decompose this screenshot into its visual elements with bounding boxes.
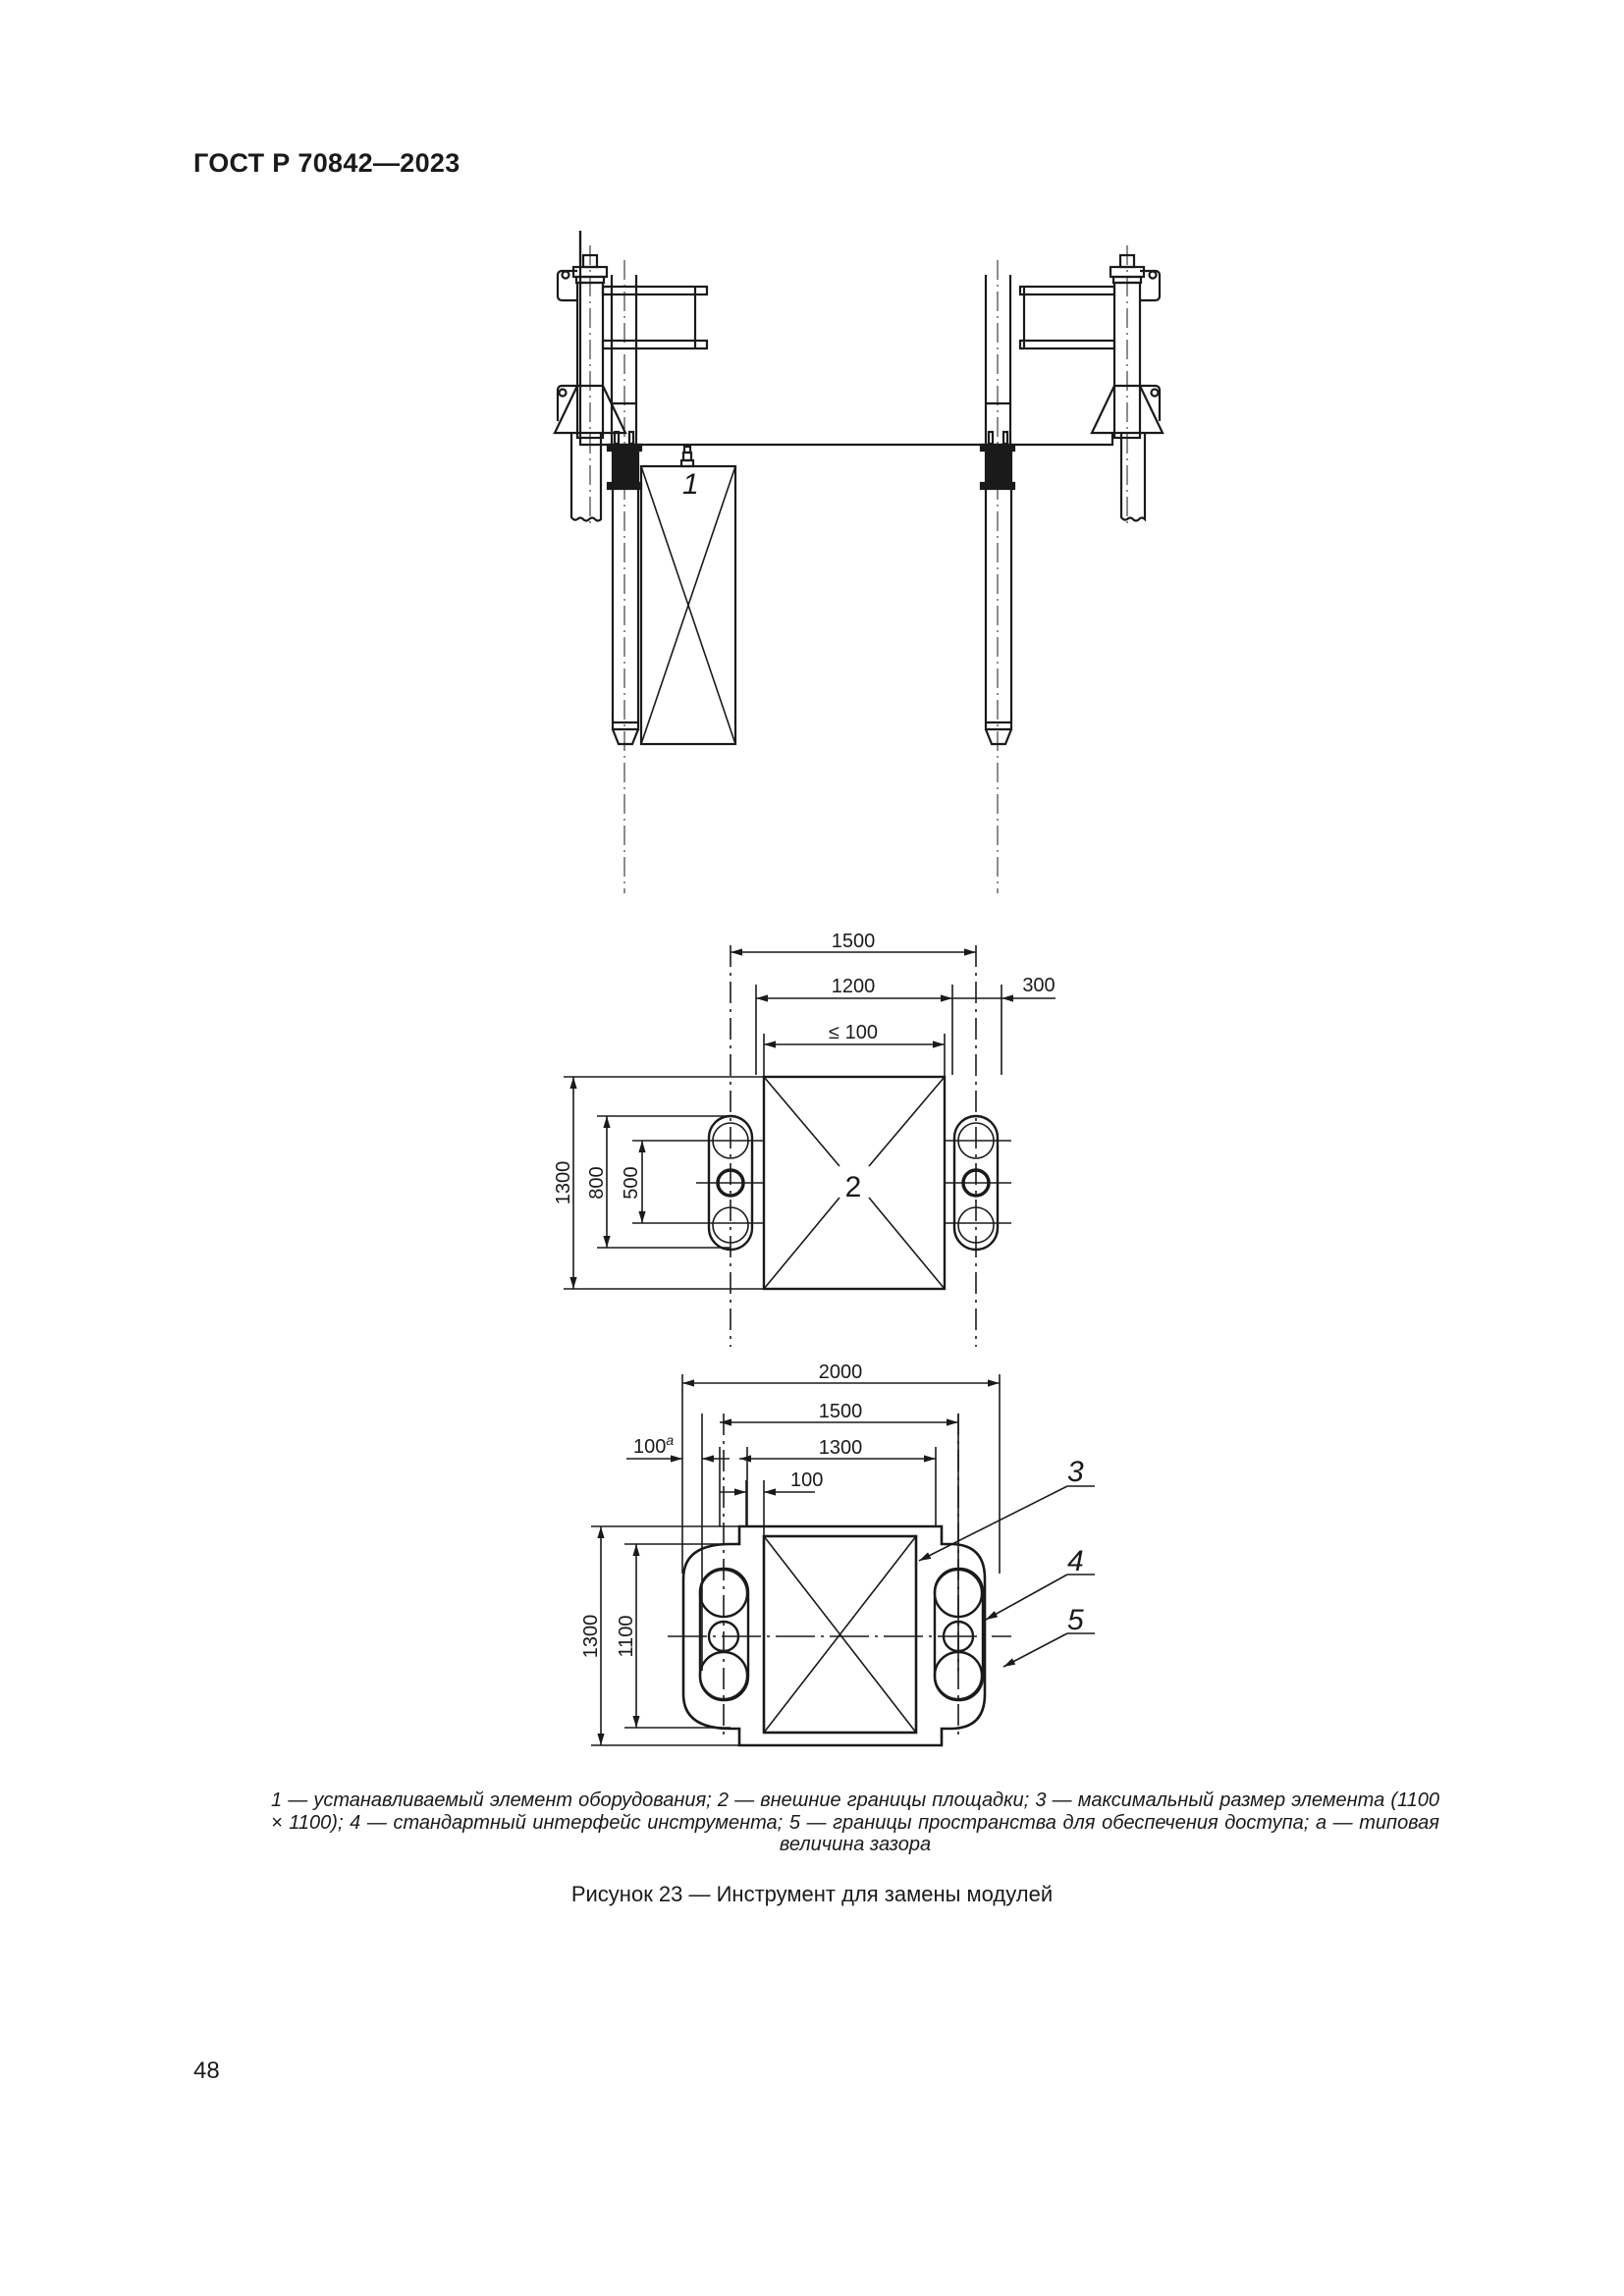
dim-1300-mid: 1300: [553, 1161, 574, 1205]
document-header: ГОСТ Р 70842—2023: [193, 148, 460, 178]
dim-1500-bottom: 1500: [819, 1401, 863, 1422]
page-number: 48: [193, 2057, 220, 2084]
dim-100: 100: [790, 1469, 823, 1491]
dim-500: 500: [621, 1166, 642, 1199]
dim-1300-bottom-height: 1300: [580, 1615, 602, 1659]
left-hoist-column: [553, 245, 627, 525]
dim-1100: 1100: [616, 1615, 637, 1657]
top-view-tool: [553, 231, 1164, 893]
dim-100a: 100a: [633, 1432, 674, 1458]
dim-le-100: ≤ 100: [829, 1022, 878, 1043]
right-hoist-column: [1090, 245, 1164, 525]
dim-1300-bottom-width: 1300: [819, 1437, 863, 1459]
frame-braces: [578, 231, 1116, 447]
dim-2000: 2000: [819, 1362, 863, 1383]
right-guide-tube: [979, 260, 1016, 893]
callout-2: 2: [845, 1171, 862, 1203]
dim-300: 300: [1022, 975, 1055, 996]
left-guide-tube: [606, 260, 643, 893]
callout-1: 1: [682, 468, 699, 501]
module-element: [639, 464, 737, 746]
dim-100a-sup: a: [666, 1432, 674, 1448]
dim-800: 800: [586, 1166, 608, 1199]
figure-caption: Рисунок 23 — Инструмент для замены модул…: [570, 1882, 1054, 1906]
callout-4: 4: [1067, 1545, 1084, 1577]
connector: [679, 445, 695, 468]
dim-100a-value: 100: [633, 1436, 666, 1458]
callout-5: 5: [1067, 1604, 1084, 1636]
bottom-view-access-space: [591, 1374, 1095, 1747]
dim-1500-top: 1500: [832, 931, 876, 952]
middle-view-platform: [564, 945, 1056, 1347]
dim-1200: 1200: [832, 976, 876, 997]
figure-legend: 1 — устанавливаемый элемент оборудования…: [271, 1789, 1439, 1855]
callout-3: 3: [1067, 1456, 1084, 1488]
